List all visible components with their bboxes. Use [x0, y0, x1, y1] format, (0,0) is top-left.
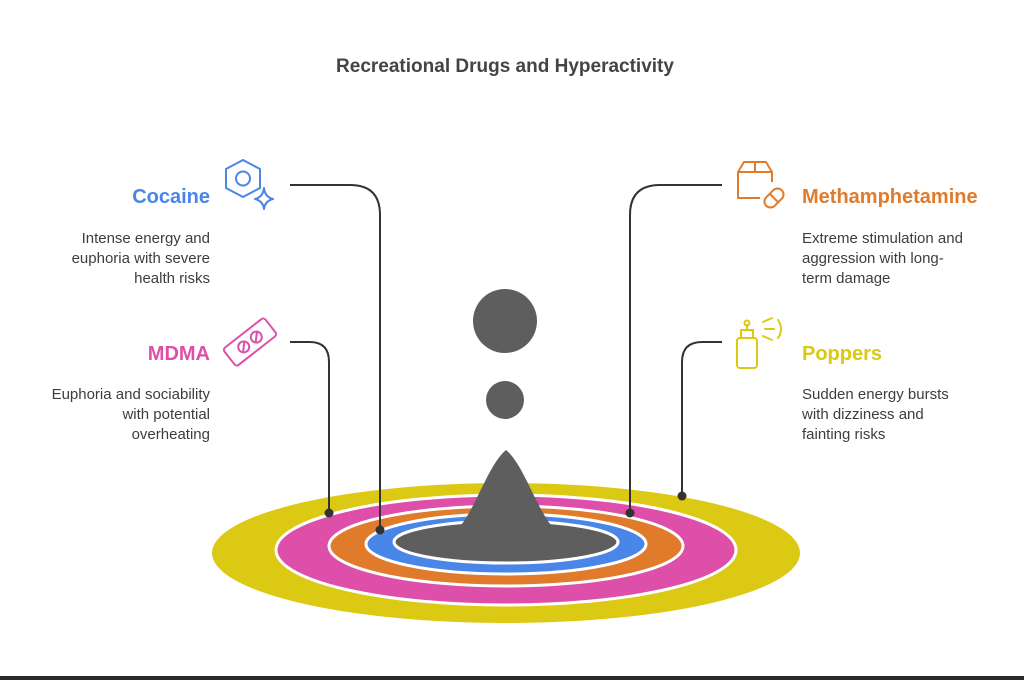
item-desc-poppers: Sudden energy bursts with dizziness and …	[802, 385, 1012, 445]
desc-line: term damage	[802, 270, 891, 287]
desc-line: health risks	[134, 270, 210, 287]
drop-large	[473, 289, 537, 353]
connector-poppers	[681, 341, 722, 496]
desc-line: euphoria with severe	[71, 250, 210, 267]
desc-line: Sudden energy bursts	[802, 386, 949, 403]
connector-dot-poppers	[677, 491, 687, 501]
desc-line: Intense energy and	[81, 230, 210, 247]
item-title-cocaine: Cocaine	[132, 186, 210, 208]
hexagon-nut-sparkle-icon	[225, 158, 274, 210]
desc-line: with dizziness and	[802, 406, 924, 423]
item-title-methamphetamine: Methamphetamine	[802, 186, 978, 208]
desc-line: Extreme stimulation and	[802, 230, 963, 247]
connector-dot-mdma	[324, 508, 334, 518]
drop-splash	[436, 450, 576, 547]
item-desc-cocaine: Intense energy and euphoria with severe …	[20, 229, 210, 289]
desc-line: Euphoria and sociability	[51, 386, 210, 403]
item-title-poppers: Poppers	[802, 343, 883, 365]
connector-methamphetamine	[629, 184, 722, 513]
connector-dot-cocaine	[375, 525, 385, 535]
spray-bottle-icon	[736, 317, 782, 369]
desc-line: with potential	[122, 406, 210, 423]
box-pill-icon	[737, 161, 785, 209]
desc-line: fainting risks	[802, 426, 886, 443]
item-title-mdma: MDMA	[147, 343, 210, 365]
item-desc-methamphetamine: Extreme stimulation and aggression with …	[802, 229, 1012, 289]
drop-small	[486, 381, 524, 419]
connector-dot-methamphetamine	[625, 508, 635, 518]
desc-line: overheating	[131, 426, 210, 443]
diagram-title: Recreational Drugs and Hyperactivity	[336, 56, 674, 77]
pill-strip-icon	[222, 317, 278, 367]
connector-mdma	[290, 341, 330, 513]
connector-cocaine	[290, 184, 381, 530]
bottom-divider	[0, 676, 1024, 680]
item-desc-mdma: Euphoria and sociability with potential …	[10, 385, 210, 445]
desc-line: aggression with long-	[802, 250, 944, 267]
